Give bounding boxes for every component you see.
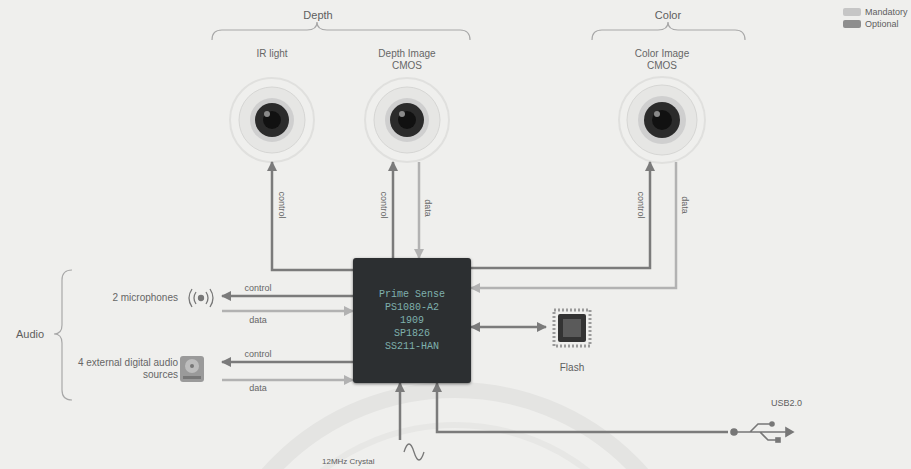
- group-brace: [54, 270, 72, 400]
- node-text: 2 microphones: [112, 292, 178, 304]
- control-line: [222, 295, 353, 298]
- control-line: [272, 162, 353, 270]
- usb-symbol: [731, 422, 793, 442]
- signal-label: control: [277, 191, 287, 218]
- legend-swatch: [843, 20, 861, 28]
- camera-icon: [230, 78, 314, 162]
- usb-port: USB2.0: [728, 398, 806, 442]
- crystal: 12MHz Crystal: [318, 440, 438, 467]
- data-line: [471, 162, 676, 288]
- crystal-wave: [404, 444, 424, 460]
- node-text: SP1826: [394, 327, 430, 340]
- node-text: IR light: [236, 48, 308, 60]
- legend-text: Optional: [865, 19, 899, 29]
- camera-node: Color Image CMOS: [614, 48, 710, 162]
- audio-input: 4 external digital audio sources: [50, 346, 222, 392]
- control-line: [471, 326, 546, 329]
- legend-text: Mandatory: [865, 7, 908, 17]
- node-text: SS211-HAN: [385, 340, 439, 353]
- node-text: 12MHz Crystal: [322, 457, 374, 467]
- data-line: [418, 162, 421, 258]
- legend-swatch: [843, 8, 861, 16]
- signal-label: control: [244, 349, 271, 359]
- camera-icon: [619, 77, 705, 163]
- node-text: Prime Sense: [379, 288, 445, 301]
- signal-label: data: [249, 383, 267, 393]
- group-brace: [212, 22, 470, 40]
- flash-memory: Flash: [546, 308, 598, 374]
- node-text: Depth Image CMOS: [371, 48, 443, 72]
- signal-label: data: [249, 315, 267, 325]
- camera-node: IR light: [224, 48, 320, 162]
- control-line: [437, 383, 728, 432]
- flash-chip-icon: [554, 310, 590, 346]
- signal-label: data: [680, 196, 690, 214]
- watermark-ring: [205, 390, 705, 469]
- node-text: 1909: [400, 314, 424, 327]
- signal-label: control: [244, 283, 271, 293]
- audio-input: 2 microphones: [95, 276, 222, 320]
- control-line: [399, 383, 402, 440]
- control-line: [222, 361, 353, 364]
- node-text: PS1080-A2: [385, 301, 439, 314]
- control-line: [471, 162, 650, 268]
- node-text: Flash: [560, 362, 584, 374]
- data-line: [222, 310, 353, 313]
- camera-node: Depth Image CMOS: [359, 48, 455, 162]
- control-line: [392, 162, 395, 258]
- group-label: Color: [655, 9, 681, 21]
- signal-label: control: [379, 191, 389, 218]
- node-text: Color Image CMOS: [626, 48, 698, 72]
- camera-icon: [365, 78, 449, 162]
- node-text: 4 external digital audio sources: [50, 357, 178, 381]
- group-label: Audio: [16, 328, 44, 340]
- signal-label: control: [636, 191, 646, 218]
- group-label: Depth: [303, 9, 332, 21]
- signal-label: data: [423, 199, 433, 217]
- disk-icon: [180, 356, 204, 382]
- group-brace: [592, 22, 745, 40]
- data-line: [222, 379, 353, 382]
- microphone-icon: [189, 289, 213, 307]
- node-text: USB2.0: [771, 398, 802, 409]
- processor-chip: Prime SensePS1080-A21909SP1826SS211-HAN: [353, 258, 471, 383]
